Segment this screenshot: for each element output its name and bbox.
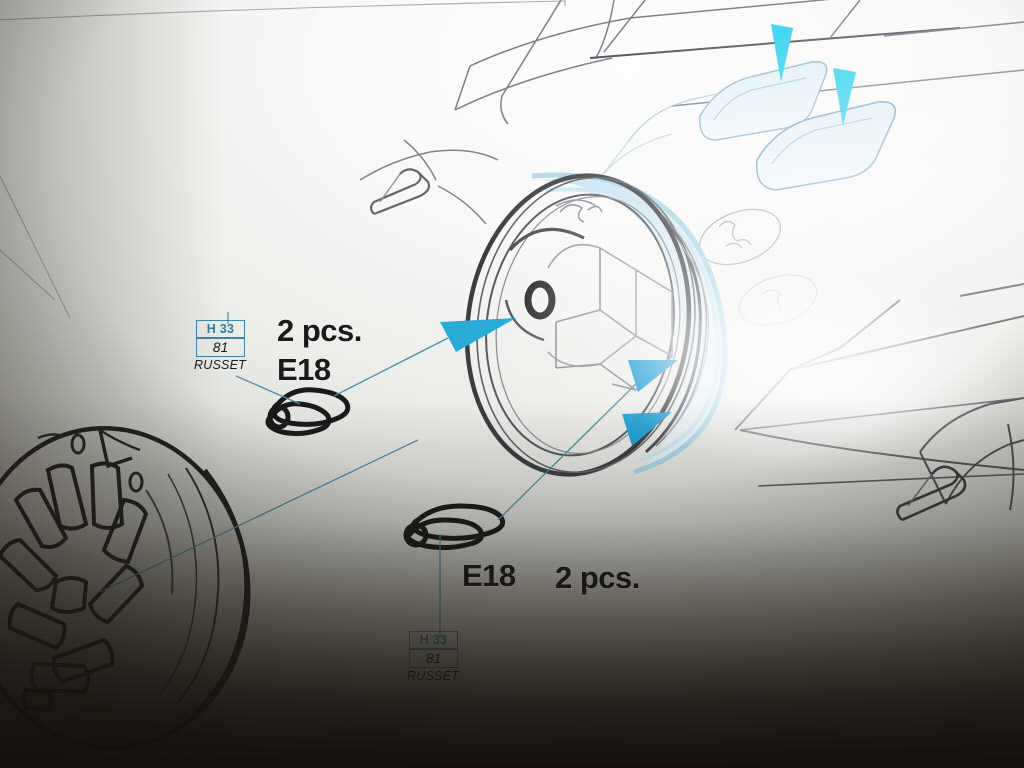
instruction-sheet-photo: H 33 81 RUSSET 2 pcs. E18 E18 2 pcs. H 3… — [0, 0, 1024, 768]
specular-glare — [0, 0, 1024, 768]
